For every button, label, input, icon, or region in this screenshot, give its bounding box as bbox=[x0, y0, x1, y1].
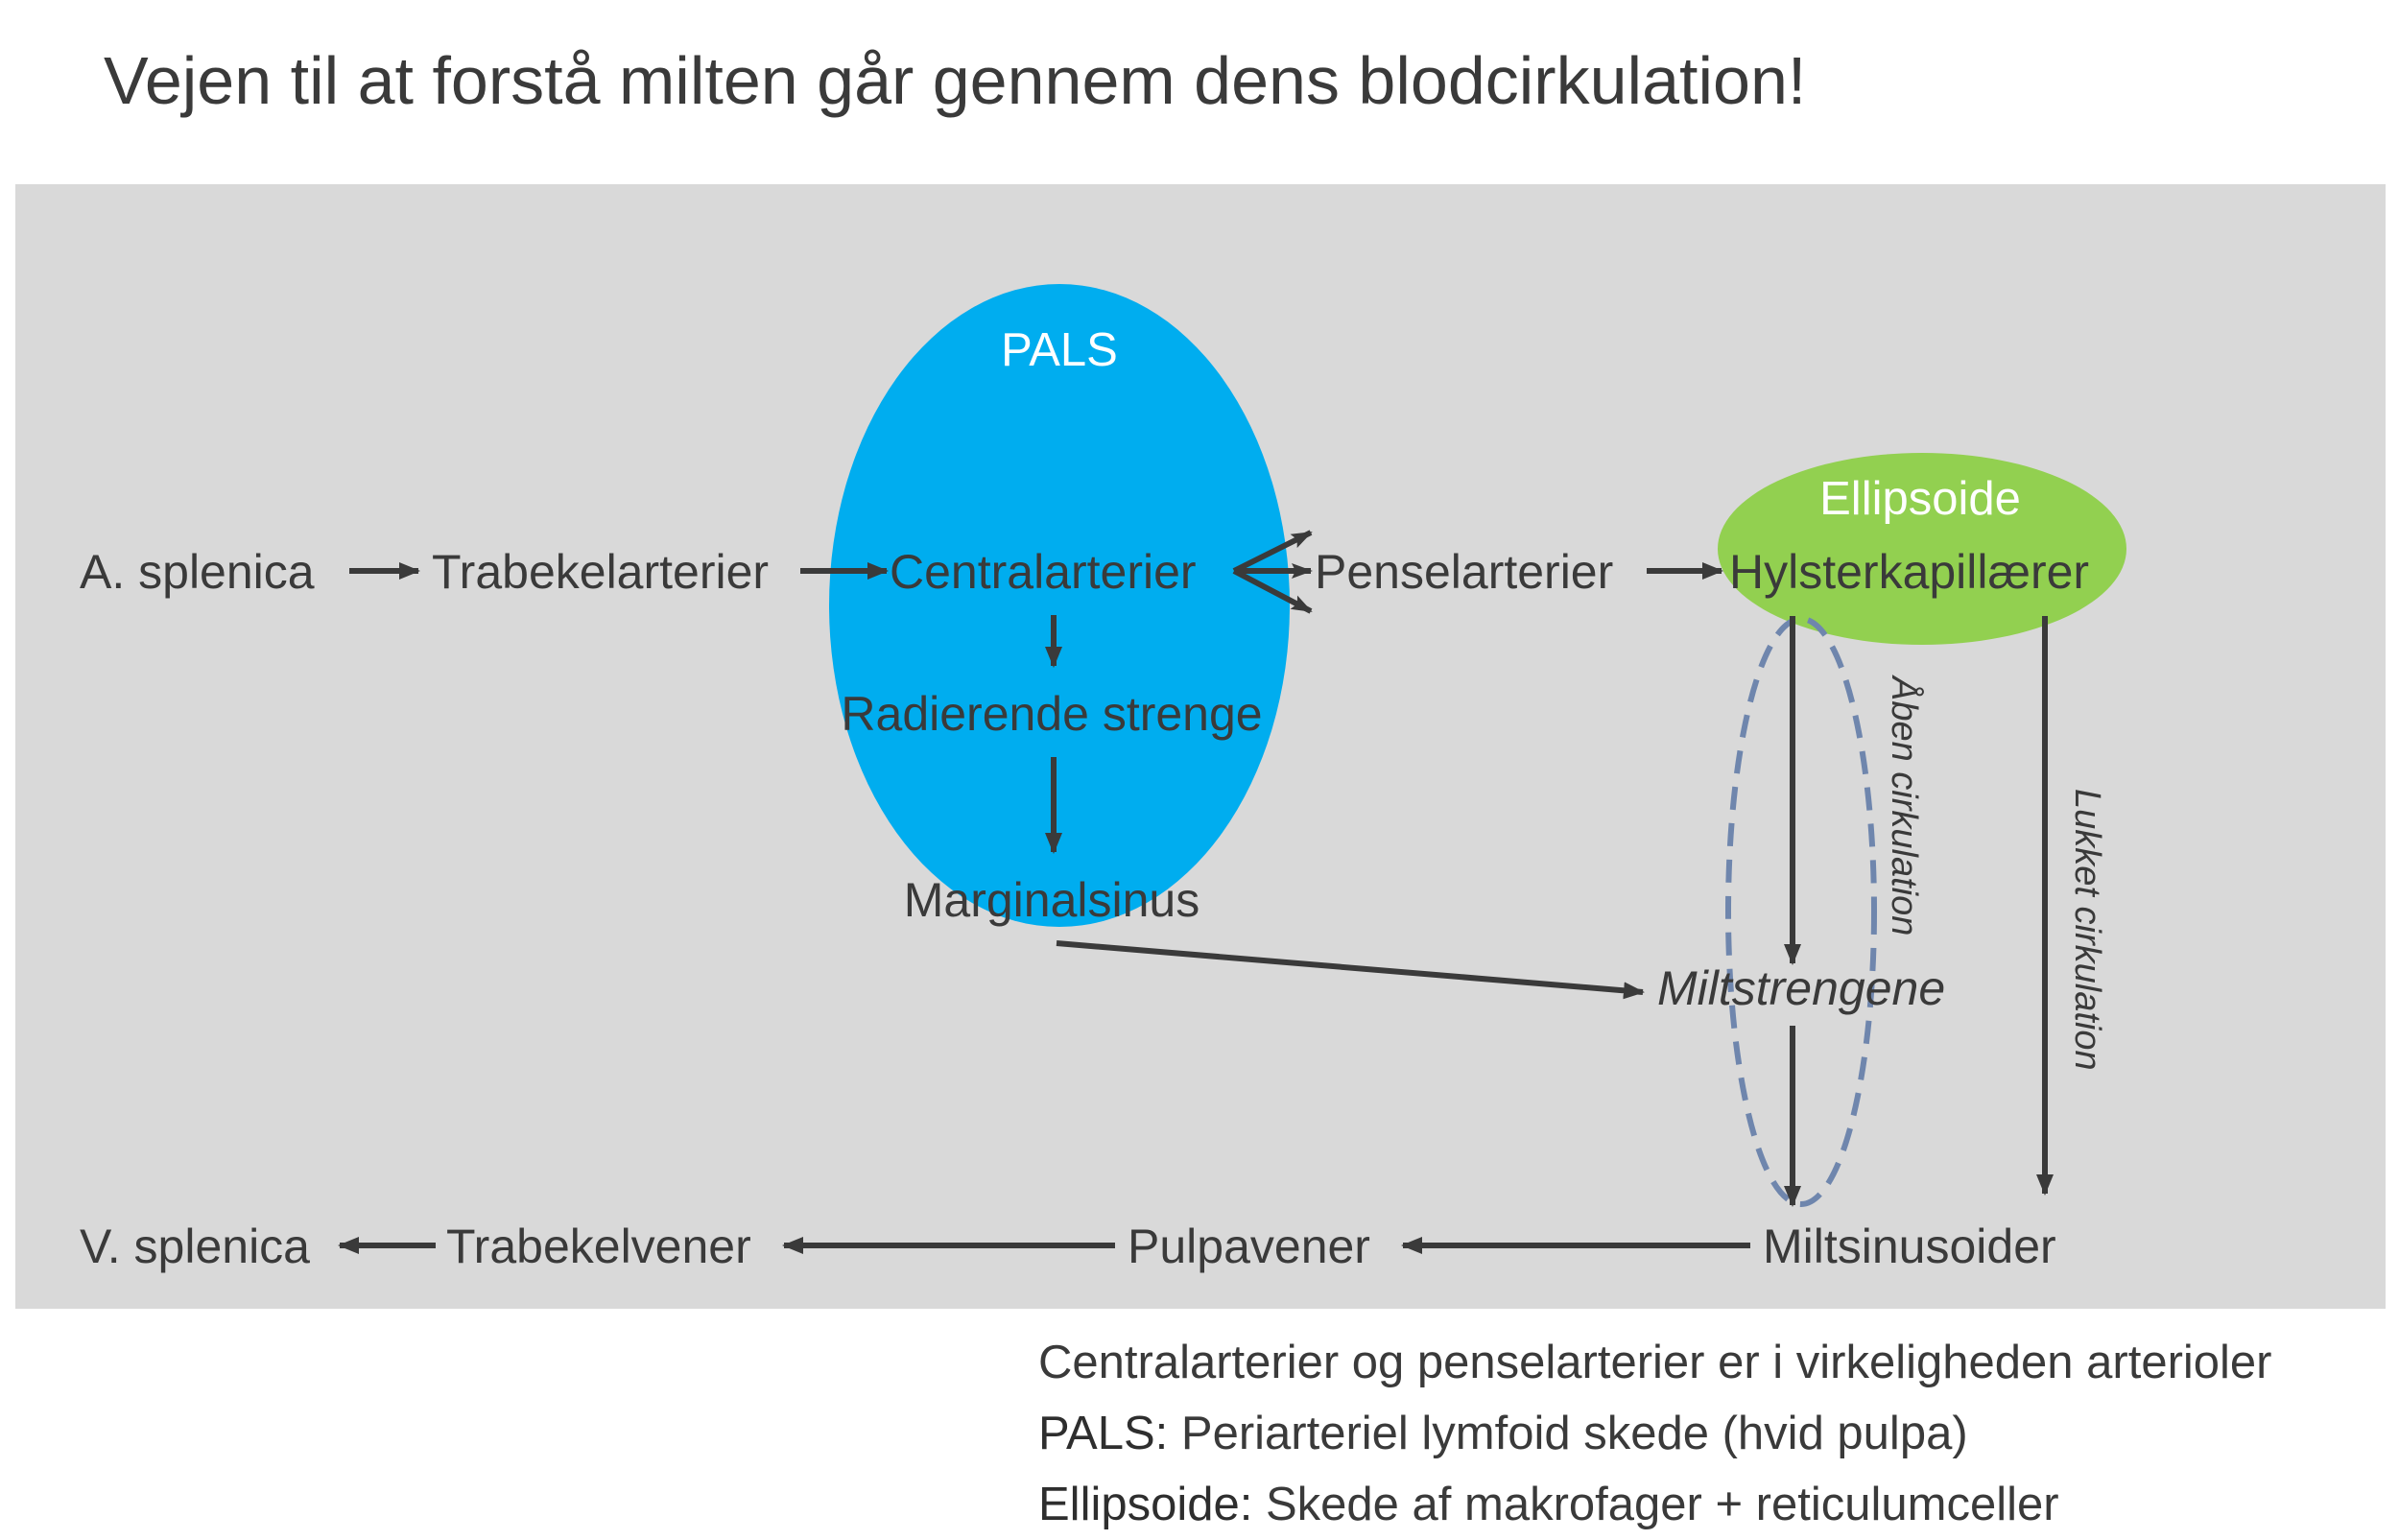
node-pulpavener: Pulpavener bbox=[1128, 1220, 1370, 1273]
label-lukket-cirkulation: Lukket cirkulation bbox=[2067, 789, 2107, 1071]
node-centralarterier: Centralarterier bbox=[890, 545, 1197, 599]
pals-label: PALS bbox=[1001, 324, 1118, 376]
node-v-splenica: V. splenica bbox=[80, 1220, 310, 1273]
note-text: Skede af makrofager + reticulumceller bbox=[1252, 1479, 2059, 1530]
node-radierende-strenge: Radierende strenge bbox=[841, 687, 1262, 741]
node-a-splenica: A. splenica bbox=[80, 545, 315, 599]
note-text: Periarteriel lymfoid skede (hvid pulpa) bbox=[1168, 1408, 1968, 1459]
node-trabekelarterier: Trabekelarterier bbox=[432, 545, 769, 599]
ellipsoide-label: Ellipsoide bbox=[1819, 473, 2021, 525]
note-line: Centralarterier og penselarterier er i v… bbox=[1038, 1327, 2271, 1398]
label-aaben-cirkulation: Åben cirkulation bbox=[1884, 675, 1926, 936]
arrow-centralarterier-branch-up bbox=[1232, 530, 1313, 574]
node-hylsterkapillaerer: Hylsterkapillærer bbox=[1729, 545, 2089, 599]
node-miltsinusoider: Miltsinusoider bbox=[1763, 1220, 2056, 1273]
note-line: Ellipsoide: Skede af makrofager + reticu… bbox=[1038, 1469, 2271, 1540]
note-text: Centralarterier og penselarterier er i v… bbox=[1038, 1337, 2272, 1388]
note-key: Ellipsoide: bbox=[1038, 1479, 1253, 1530]
node-trabekelvener: Trabekelvener bbox=[446, 1220, 751, 1273]
note-key: PALS: bbox=[1038, 1408, 1169, 1459]
notes-block: Centralarterier og penselarterier er i v… bbox=[1038, 1327, 2271, 1540]
node-marginalsinus: Marginalsinus bbox=[904, 873, 1200, 927]
page-title: Vejen til at forstå milten går gennem de… bbox=[104, 43, 1807, 118]
pals-region bbox=[829, 284, 1290, 927]
open-circulation-outline bbox=[1725, 616, 1877, 1207]
arrow-marginalsinus-to-miltstrengene bbox=[1056, 940, 1645, 1000]
node-miltstrengene: Miltstrengene bbox=[1657, 961, 1945, 1015]
ellipsoide-region bbox=[1718, 453, 2126, 645]
flow-arrows bbox=[338, 530, 2054, 1254]
node-penselarterier: Penselarterier bbox=[1315, 545, 1613, 599]
note-line: PALS: Periarteriel lymfoid skede (hvid p… bbox=[1038, 1398, 2271, 1469]
arrow-centralarterier-branch-down bbox=[1232, 568, 1313, 614]
